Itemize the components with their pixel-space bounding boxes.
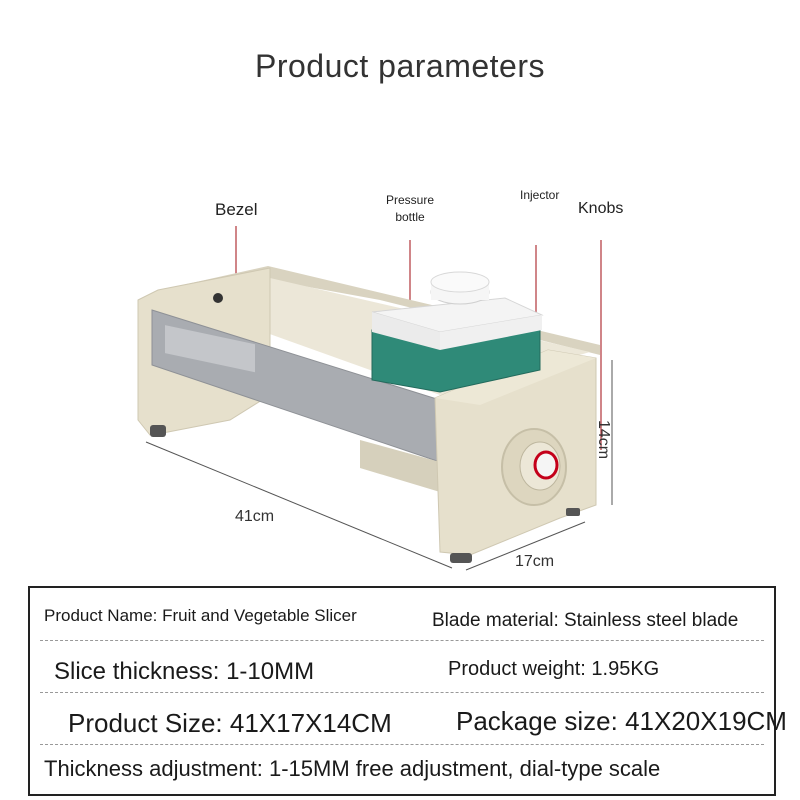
length-dimension-line: [145, 441, 453, 569]
bezel-label: Bezel: [215, 200, 258, 219]
pressure-bottle-label-line1: Pressure: [385, 193, 435, 207]
injector-label: Injector: [520, 188, 560, 202]
width-dimension-line: [465, 521, 586, 571]
blade-material-text: Blade material: Stainless steel blade: [432, 610, 739, 631]
row-divider: [40, 692, 764, 693]
product-size-text: Product Size: 41X17X14CM: [68, 708, 392, 738]
product-weight-text: Product weight: 1.95KG: [448, 658, 660, 680]
height-dimension-label: 14cm: [595, 420, 612, 460]
product-name-text: Product Name: Fruit and Vegetable Slicer: [44, 606, 357, 625]
width-dimension-label: 17cm: [515, 553, 555, 570]
row-divider: [40, 744, 764, 745]
product-image: [137, 226, 613, 571]
length-dimension-label: 41cm: [235, 508, 275, 525]
row-divider: [40, 640, 764, 641]
parameters-panel: Product Name: Fruit and Vegetable Slicer…: [28, 586, 787, 796]
pressure-bottle-label-line2: bottle: [395, 210, 425, 224]
knobs-label: Knobs: [578, 200, 624, 217]
package-size-text: Package size: 41X20X19CM: [456, 706, 787, 736]
pressure-bottle-label: Pressure bottle: [380, 192, 440, 226]
page-title: Product parameters: [254, 48, 545, 84]
slice-thickness-text: Slice thickness: 1-10MM: [54, 658, 315, 685]
thickness-adjustment-text: Thickness adjustment: 1-15MM free adjust…: [44, 756, 661, 781]
